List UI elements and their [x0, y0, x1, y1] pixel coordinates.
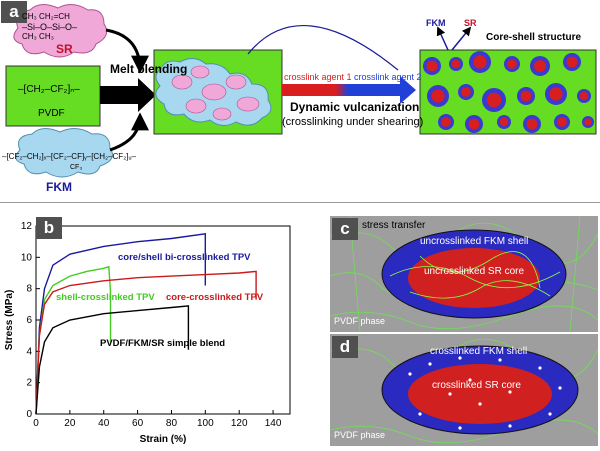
fkm-cloud — [15, 128, 113, 178]
x-tick-label: 0 — [33, 418, 39, 429]
sr-core-particle — [557, 117, 567, 127]
series-line — [35, 305, 190, 415]
sr-core-particle — [431, 89, 445, 103]
sr-core-particle — [473, 55, 487, 69]
melt-blending-label: Melt blending — [110, 62, 188, 76]
sr-pointer-label: SR — [464, 18, 477, 28]
core-shell-label: Core-shell structure — [486, 32, 582, 43]
y-tick-label: 12 — [21, 221, 33, 232]
sr-core-particle — [584, 118, 592, 126]
sr-cloud — [13, 4, 108, 58]
y-tick-label: 0 — [26, 409, 32, 420]
series-label: shell-crosslinked TPV — [56, 292, 155, 303]
series-label: core-crosslinked TPV — [166, 292, 264, 303]
fkm-formula-sub: CF₃ — [70, 164, 83, 171]
sr-core-label-c: uncrosslinked SR core — [424, 266, 525, 277]
fkm-name: FKM — [46, 180, 72, 194]
panel-c-label: c — [332, 218, 358, 240]
x-tick-label: 20 — [64, 418, 76, 429]
y-axis-label: Stress (MPa) — [4, 290, 15, 351]
sr-core-particle — [507, 59, 517, 69]
sr-core-particle — [579, 91, 589, 101]
sr-core-particle — [486, 92, 502, 108]
stress-transfer-label: stress transfer — [362, 220, 426, 231]
x-axis-label: Strain (%) — [140, 434, 187, 445]
y-tick-label: 10 — [21, 252, 33, 263]
dynamic-sub-label: (crosslinking under shearing) — [282, 116, 424, 128]
x-tick-label: 140 — [265, 418, 282, 429]
sr-formula-top: CH₃ CH₂=CH — [22, 12, 70, 21]
panel-a-label: a — [1, 1, 27, 23]
pvdf-phase-label-c: PVDF phase — [334, 316, 386, 326]
sr-core-particle — [461, 87, 471, 97]
fkm-pointer-label: FKM — [426, 18, 446, 28]
series-line — [35, 270, 257, 415]
y-tick-label: 6 — [26, 315, 32, 326]
sr-core-particle — [566, 56, 578, 68]
pvdf-formula: –[CH₂–CF₂]ₙ– — [18, 84, 80, 95]
panel-d-image — [330, 338, 598, 444]
sr-core-c — [408, 248, 540, 308]
sr-core-particle — [549, 87, 563, 101]
panel-c: c stress transfer uncrosslinked FKM shel… — [330, 216, 598, 332]
sr-core-particle — [534, 60, 546, 72]
dynamic-vulc-label: Dynamic vulcanization — [290, 100, 420, 114]
fkm-shell-label-c: uncrosslinked FKM shell — [420, 236, 529, 247]
pvdf-box — [5, 65, 101, 127]
panel-d: d crosslinked FKM shell crosslinked SR c… — [330, 334, 598, 446]
sr-formula: –Si–O–Si–O– — [22, 22, 78, 32]
x-tick-label: 120 — [231, 418, 248, 429]
agent1-label: crosslink agent 1 — [284, 72, 352, 82]
x-tick-label: 40 — [98, 418, 110, 429]
sr-core-particle — [526, 118, 538, 130]
fkm-formula: –[CF₂–CH₂]ₓ–[CF₂–CF]ᵧ–[CH₂–CF₂]ᵤ– — [2, 152, 137, 161]
sr-core-particle — [520, 90, 532, 102]
sr-core-label-d: crosslinked SR core — [432, 380, 521, 391]
x-tick-label: 60 — [132, 418, 144, 429]
y-tick-label: 2 — [26, 378, 32, 389]
panel-a: a CH₃ CH₂=CH –Si–O–Si–O– CH₃ CH₃ SR –[CH… — [0, 0, 600, 203]
series-label: PVDF/FKM/SR simple blend — [100, 338, 225, 349]
sr-name: SR — [56, 42, 73, 56]
scheme-diagram — [5, 4, 597, 178]
panel-d-label: d — [332, 336, 358, 358]
sr-core-particle — [451, 59, 461, 69]
sr-core-particle — [441, 117, 451, 127]
series-line — [35, 232, 206, 415]
sr-core-particle — [499, 117, 509, 127]
pvdf-phase-label-d: PVDF phase — [334, 430, 386, 440]
pvdf-name: PVDF — [38, 108, 65, 119]
x-tick-label: 100 — [197, 418, 214, 429]
panel-b-label: b — [36, 217, 62, 239]
sr-core-particle — [426, 60, 438, 72]
sr-formula-bottom: CH₃ CH₃ — [22, 32, 54, 41]
y-tick-label: 8 — [26, 284, 32, 295]
sr-core-d — [408, 364, 552, 424]
panel-c-image — [330, 216, 598, 332]
x-tick-label: 80 — [166, 418, 178, 429]
agent2-label: crosslink agent 2 — [354, 72, 422, 82]
fkm-shell-label-d: crosslinked FKM shell — [430, 346, 528, 357]
sr-core-particle — [468, 118, 480, 130]
series-label: core/shell bi-crosslinked TPV — [118, 252, 251, 263]
y-tick-label: 4 — [26, 346, 32, 357]
